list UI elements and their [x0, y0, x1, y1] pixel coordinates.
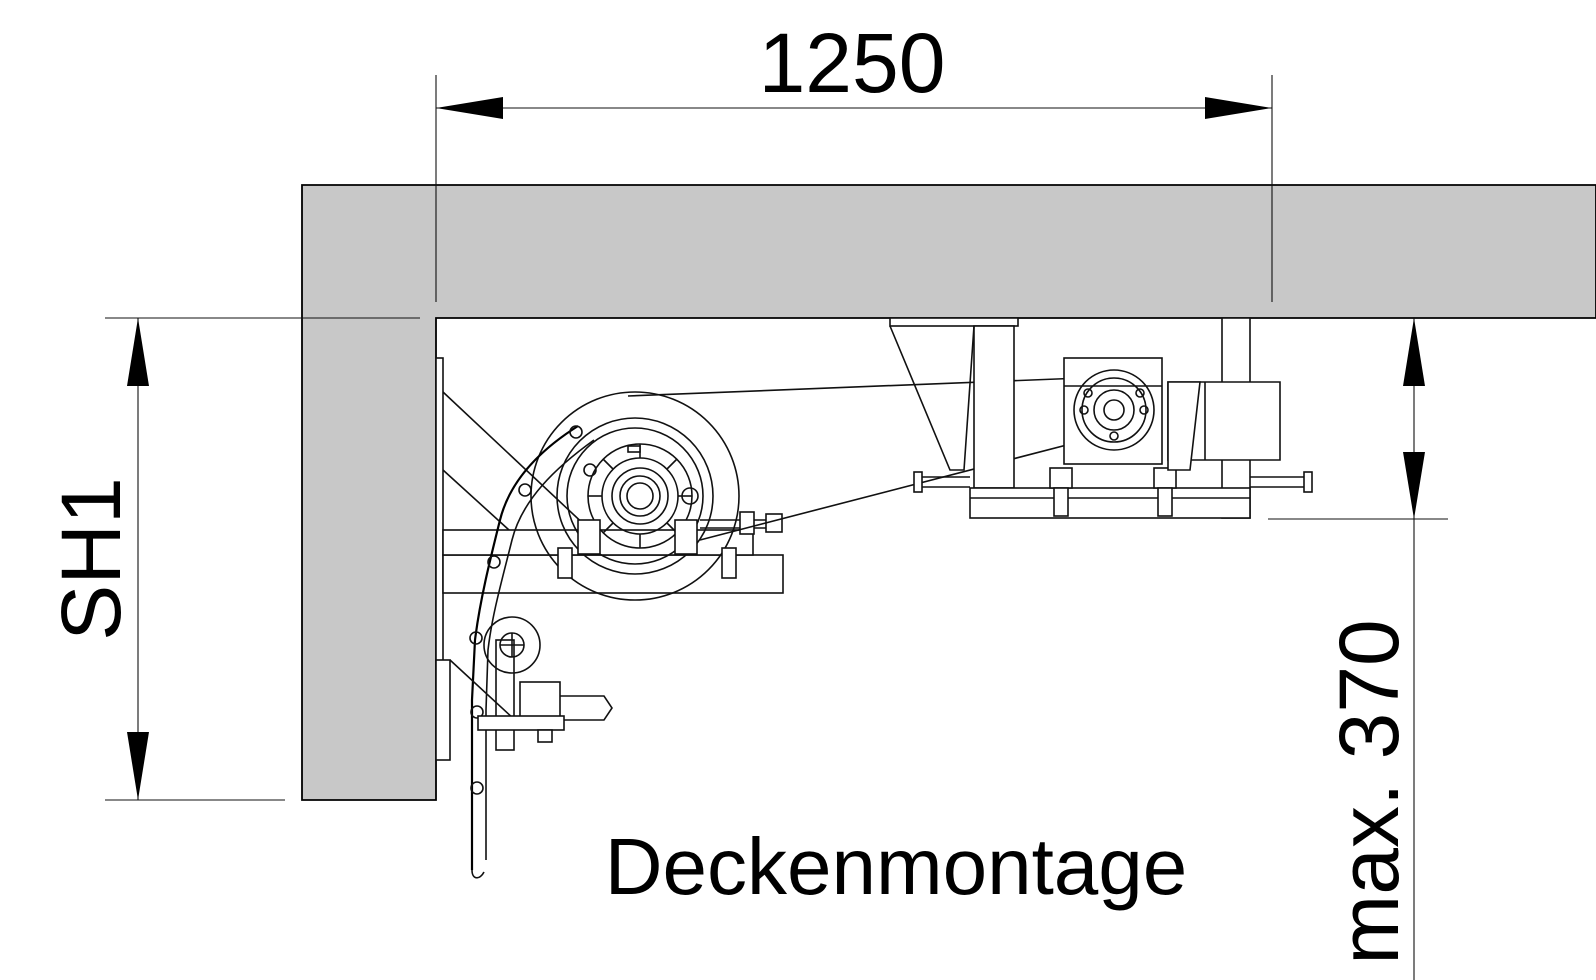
- motor-unit: [889, 317, 1313, 519]
- winding-drum: [530, 391, 783, 601]
- chain-curtain: [469, 425, 595, 879]
- height-dimension-label: SH1: [44, 477, 138, 640]
- clearance-dimension: [1268, 318, 1448, 980]
- height-dimension: [105, 317, 420, 801]
- ceiling-wall-section: [301, 184, 1596, 801]
- mounting-caption: Deckenmontage: [605, 822, 1188, 911]
- clearance-dimension-label: max. 370: [1322, 619, 1416, 965]
- width-dimension-label: 1250: [759, 16, 946, 110]
- limit-switch: [449, 616, 613, 743]
- width-dimension: [435, 75, 1273, 302]
